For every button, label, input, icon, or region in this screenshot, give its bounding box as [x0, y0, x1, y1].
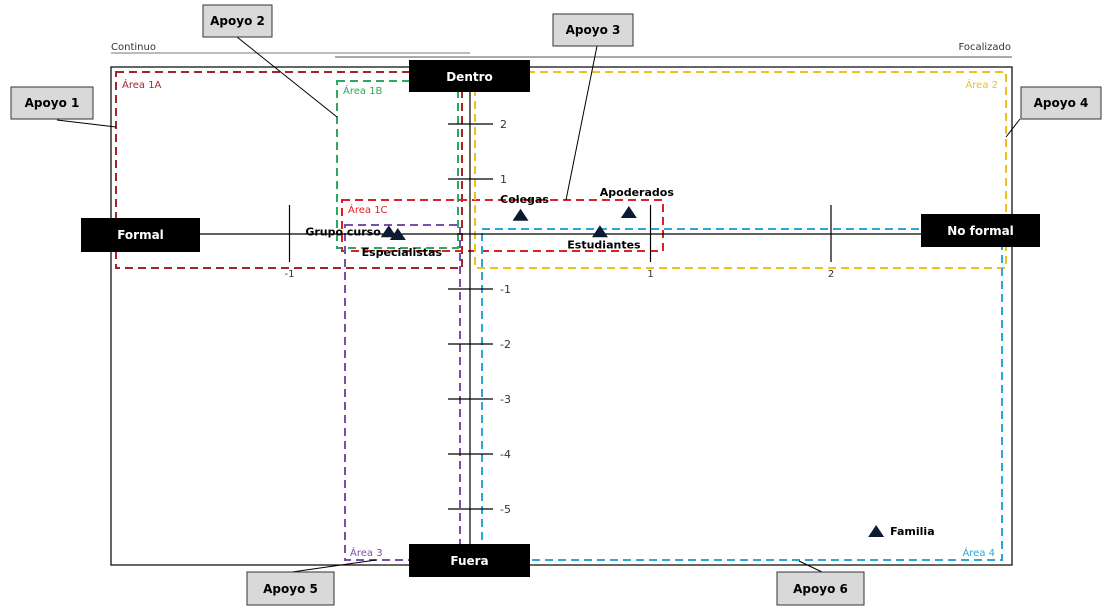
point-label-colegas: Colegas [500, 193, 549, 206]
x-tick-label: 1 [647, 269, 653, 280]
dentro-label: Dentro [446, 70, 493, 84]
y-tick-label: -4 [500, 448, 511, 461]
area-4-label: Área 4 [962, 546, 995, 559]
apoyo-6-box [776, 571, 865, 606]
y-tick-label: -3 [500, 393, 511, 406]
area-2-label: Área 2 [965, 78, 998, 91]
apoyo-1-box [10, 86, 94, 120]
point-label-especialistas: Especialistas [362, 246, 443, 259]
point-marker-colegas [512, 208, 529, 221]
area-1b-box [336, 80, 459, 249]
apoyo-4-connector [1005, 118, 1021, 138]
area-1a-label: Área 1A [122, 78, 162, 91]
area-1b-label: Área 1B [343, 84, 383, 97]
apoyo-3-label: Apoyo 3 [566, 23, 621, 37]
area-1c-box [341, 199, 664, 252]
x-tick-label: 2 [828, 269, 834, 280]
apoyo-4-label: Apoyo 4 [1034, 96, 1089, 110]
formal-box [81, 218, 200, 252]
area-3-box [344, 224, 461, 561]
y-tick-label: 1 [500, 173, 507, 186]
apoyo-2-connector [236, 36, 338, 118]
apoyo-1-label: Apoyo 1 [25, 96, 80, 110]
y-tick-label: -2 [500, 338, 511, 351]
apoyo-3-box [552, 13, 634, 47]
apoyo-5-connector [291, 559, 377, 573]
no-formal-box [921, 214, 1040, 247]
area-1a-box [115, 71, 463, 269]
apoyo-2-label: Apoyo 2 [210, 14, 265, 28]
diagram-frame [110, 66, 1013, 566]
y-ticks-group: 2 1 -1 -2 -3 -4 -5 [448, 118, 511, 516]
callout-connectors [56, 36, 1021, 573]
point-marker-especialistas [389, 228, 406, 240]
area-3-label: Área 3 [350, 546, 383, 559]
apoyo-2-box [202, 4, 273, 38]
areas-group: Área 1A Área 1B Área 1C Área 2 Área 3 Ár… [115, 71, 1007, 561]
x-tick-label: -1 [285, 269, 295, 280]
focalizado-label: Focalizado [958, 42, 1011, 53]
x-ticks-group: -1 1 2 [285, 205, 834, 280]
apoyo-5-label: Apoyo 5 [263, 582, 318, 596]
y-tick-label: -1 [500, 283, 511, 296]
apoyo-6-label: Apoyo 6 [793, 582, 848, 596]
apoyo-4-box [1020, 86, 1102, 120]
no-formal-label: No formal [947, 224, 1014, 238]
apoyo-5-box [246, 571, 335, 606]
point-marker-familia [868, 525, 885, 537]
apoyo-3-connector [565, 45, 598, 201]
point-marker-apoderados [620, 206, 637, 218]
dentro-box [409, 60, 530, 92]
point-label-grupo-curso: Grupo curso [305, 225, 381, 238]
area-1c-label: Área 1C [348, 203, 388, 216]
apoyo-1-connector [56, 119, 117, 128]
y-tick-label: -5 [500, 503, 511, 516]
area-2-box [474, 71, 1007, 269]
point-label-apoderados: Apoderados [600, 186, 675, 199]
point-marker-estudiantes [591, 225, 608, 238]
point-marker-grupo-curso [380, 225, 397, 238]
point-label-familia: Familia [890, 525, 935, 538]
fuera-box [409, 544, 530, 577]
fuera-label: Fuera [450, 554, 488, 568]
area-4-box [481, 228, 1003, 561]
continuo-label: Continuo [111, 42, 156, 53]
apoyo-6-connector [798, 560, 823, 573]
point-label-estudiantes: Estudiantes [567, 238, 641, 251]
formal-label: Formal [117, 228, 164, 242]
y-tick-label: 2 [500, 118, 507, 131]
callouts-group: Apoyo 1 Apoyo 2 Apoyo 3 Apoyo 4 Apoyo 5 … [10, 4, 1102, 606]
